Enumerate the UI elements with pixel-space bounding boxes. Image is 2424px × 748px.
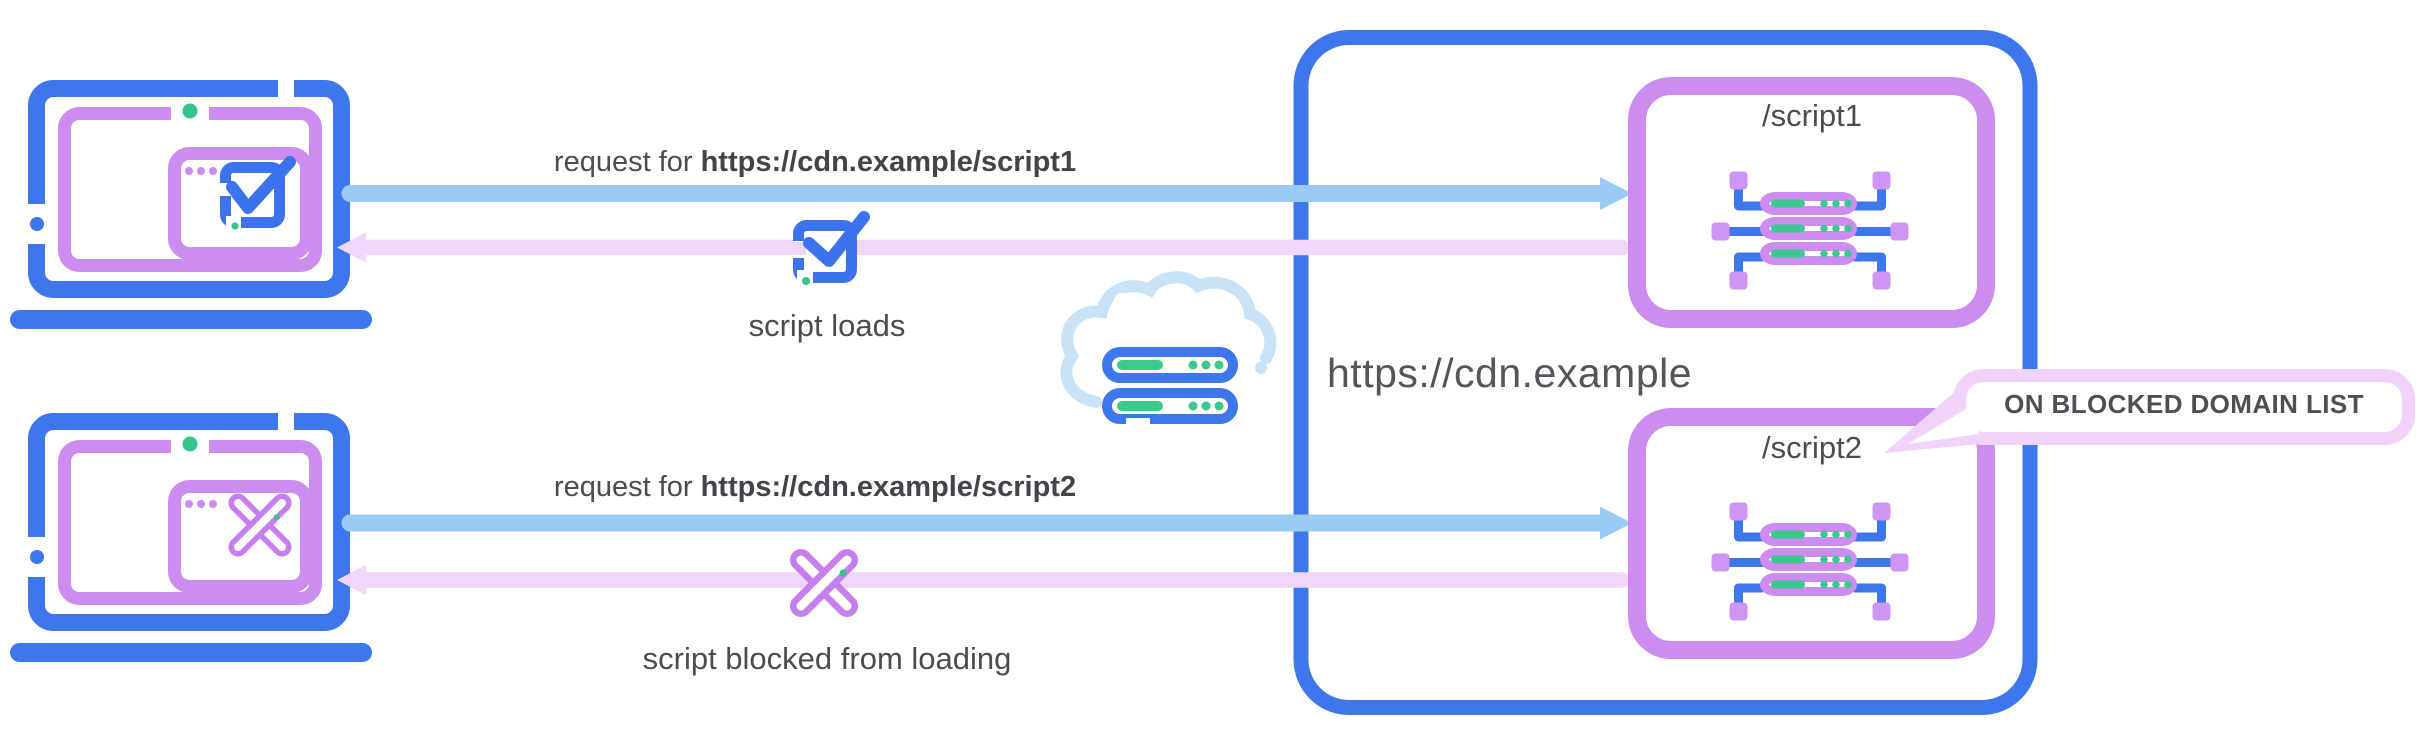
arrowhead-right [1600, 506, 1632, 540]
cdn-domain-label: https://cdn.example [1327, 350, 1693, 396]
cross-icon [790, 549, 858, 617]
checkbox-check-icon [791, 211, 870, 285]
request-url: https://cdn.example/script2 [700, 471, 1077, 503]
script1-path-label: /script1 [1762, 98, 1862, 133]
script2-path-label: /script2 [1762, 430, 1862, 465]
request-arrow-script2 [341, 506, 1632, 540]
response-arrow-script1 [337, 232, 1630, 263]
request-prefix: request for [553, 471, 701, 503]
result-label-script2: script blocked from loading [642, 641, 1012, 676]
arrowhead-right [1600, 177, 1632, 210]
request-prefix: request for [553, 146, 701, 178]
laptop-client-allowed-icon [10, 77, 372, 329]
arrowhead-left [337, 565, 366, 595]
request-label-script1: request for https://cdn.example/script1 [200, 146, 1430, 179]
request-url: https://cdn.example/script1 [700, 146, 1077, 178]
response-arrow-script2 [337, 565, 1630, 595]
laptop-client-blocked-icon [10, 410, 372, 662]
result-label-script1: script loads [748, 308, 906, 343]
request-label-script2: request for https://cdn.example/script2 [200, 471, 1430, 504]
request-arrow-script1 [341, 177, 1632, 210]
arrowhead-left [337, 232, 366, 263]
cloud-server-icon [1060, 271, 1277, 429]
blocked-domain-callout [1884, 369, 2415, 453]
browser-checkbox-icon [218, 156, 296, 230]
callout-label: ON BLOCKED DOMAIN LIST [2004, 389, 2364, 419]
browser-cross-icon [228, 493, 292, 557]
